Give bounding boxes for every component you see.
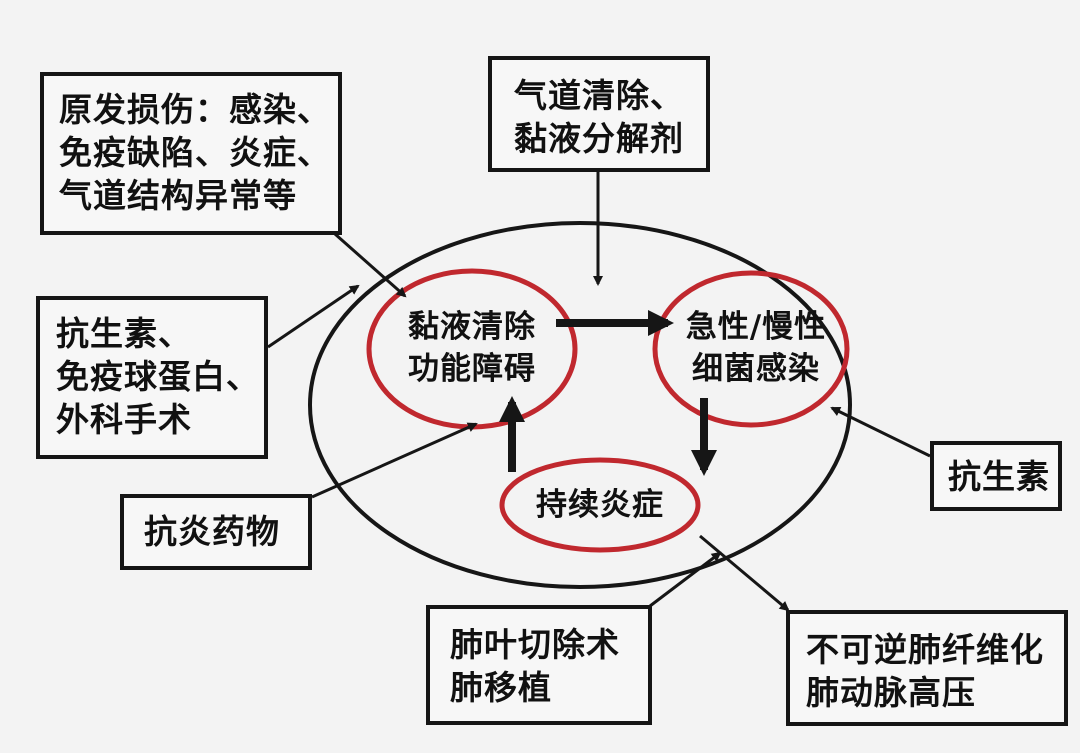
mucus-dysfunction-label: 黏液清除 功能障碍 — [392, 306, 552, 390]
bacterial-infection-line-1: 急性/慢性 — [685, 309, 827, 345]
lobectomy-transplant-box: 肺叶切除术 肺移植 — [426, 605, 652, 725]
cycle-ellipse — [308, 221, 852, 589]
arrow-anti-inflammatory — [311, 422, 478, 499]
primary-injury-box: 原发损伤：感染、 免疫缺陷、炎症、 气道结构异常等 — [40, 72, 342, 235]
antibiotics-surgery-box: 抗生素、 免疫球蛋白、 外科手术 — [36, 296, 268, 459]
primary-injury-line-3: 气道结构异常等 — [59, 176, 297, 215]
bacterial-infection-line-2: 细菌感染 — [692, 351, 820, 387]
anti-inflammatory-box: 抗炎药物 — [120, 494, 312, 570]
arrow-primary-injury — [334, 232, 407, 298]
antibiotic-right-box: 抗生素 — [930, 441, 1062, 511]
persistent-inflammation-label: 持续炎症 — [520, 484, 680, 526]
bacterial-infection-label: 急性/慢性 细菌感染 — [676, 306, 836, 390]
arrow-antibiotic-right — [830, 406, 931, 458]
mucus-dysfunction-line-2: 功能障碍 — [408, 351, 536, 387]
lobectomy-line-1: 肺叶切除术 — [450, 625, 620, 664]
arrow-lobectomy — [649, 551, 722, 608]
irreversible-box: 不可逆肺纤维化 肺动脉高压 — [786, 610, 1068, 726]
airway-clearance-box: 气道清除、 黏液分解剂 — [488, 56, 710, 172]
antibiotics-surgery-line-2: 免疫球蛋白、 — [56, 357, 260, 396]
persistent-inflammation-ring — [499, 457, 701, 553]
primary-injury-line-1: 原发损伤：感染、 — [59, 90, 331, 129]
antibiotic-right-label: 抗生素 — [948, 457, 1050, 496]
airway-clearance-line-2: 黏液分解剂 — [514, 119, 684, 158]
irreversible-line-2: 肺动脉高压 — [806, 673, 976, 712]
arrow-antibiotics-surgery — [267, 284, 360, 349]
anti-inflammatory-label: 抗炎药物 — [144, 512, 280, 551]
airway-clearance-line-1: 气道清除、 — [514, 76, 684, 115]
persistent-inflammation-line-1: 持续炎症 — [536, 487, 664, 523]
bacterial-infection-ring — [652, 270, 850, 428]
lobectomy-line-2: 肺移植 — [450, 668, 552, 707]
mucus-dysfunction-line-1: 黏液清除 — [408, 309, 536, 345]
antibiotics-surgery-line-1: 抗生素、 — [56, 314, 192, 353]
antibiotics-surgery-line-3: 外科手术 — [56, 400, 192, 439]
primary-injury-line-2: 免疫缺陷、炎症、 — [59, 133, 331, 172]
arrow-irreversible — [699, 534, 790, 612]
irreversible-line-1: 不可逆肺纤维化 — [806, 630, 1044, 669]
